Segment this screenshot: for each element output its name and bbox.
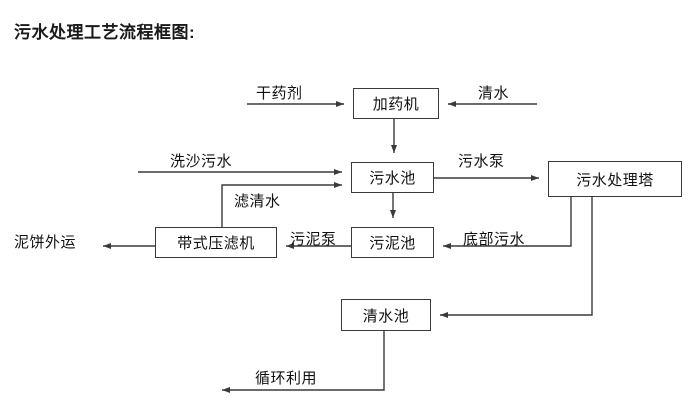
label-clean-water-in: 清水 (478, 85, 510, 102)
label-mud-cake-out: 泥饼外运 (14, 234, 77, 251)
label-recycle-reuse: 循环利用 (255, 370, 318, 387)
label-bottom-wastewater: 底部污水 (463, 231, 526, 248)
flow-filtrate-to-wastewater (221, 182, 342, 227)
node-belt-filter-press[interactable]: 带式压滤机 (155, 227, 277, 258)
label-filtrate: 滤清水 (234, 193, 281, 210)
label-wastewater-pump: 污水泵 (458, 153, 505, 170)
node-sludge-pool[interactable]: 污泥池 (351, 227, 434, 258)
label-dry-chemical: 干药剂 (256, 85, 303, 102)
page-title: 污水处理工艺流程框图: (14, 23, 196, 42)
node-clean-water-pool[interactable]: 清水池 (341, 299, 431, 331)
flow-tower-to-cleanwater (440, 197, 593, 318)
flow-tower-to-sludge (443, 197, 572, 249)
node-treatment-tower[interactable]: 污水处理塔 (548, 161, 682, 197)
label-sand-wash-wastewater: 洗沙污水 (170, 153, 233, 170)
flow-cleanwater-to-reuse (222, 331, 385, 393)
label-sludge-pump: 污泥泵 (290, 231, 337, 248)
node-dosing-machine[interactable]: 加药机 (353, 88, 439, 119)
node-wastewater-pool[interactable]: 污水池 (351, 162, 434, 193)
